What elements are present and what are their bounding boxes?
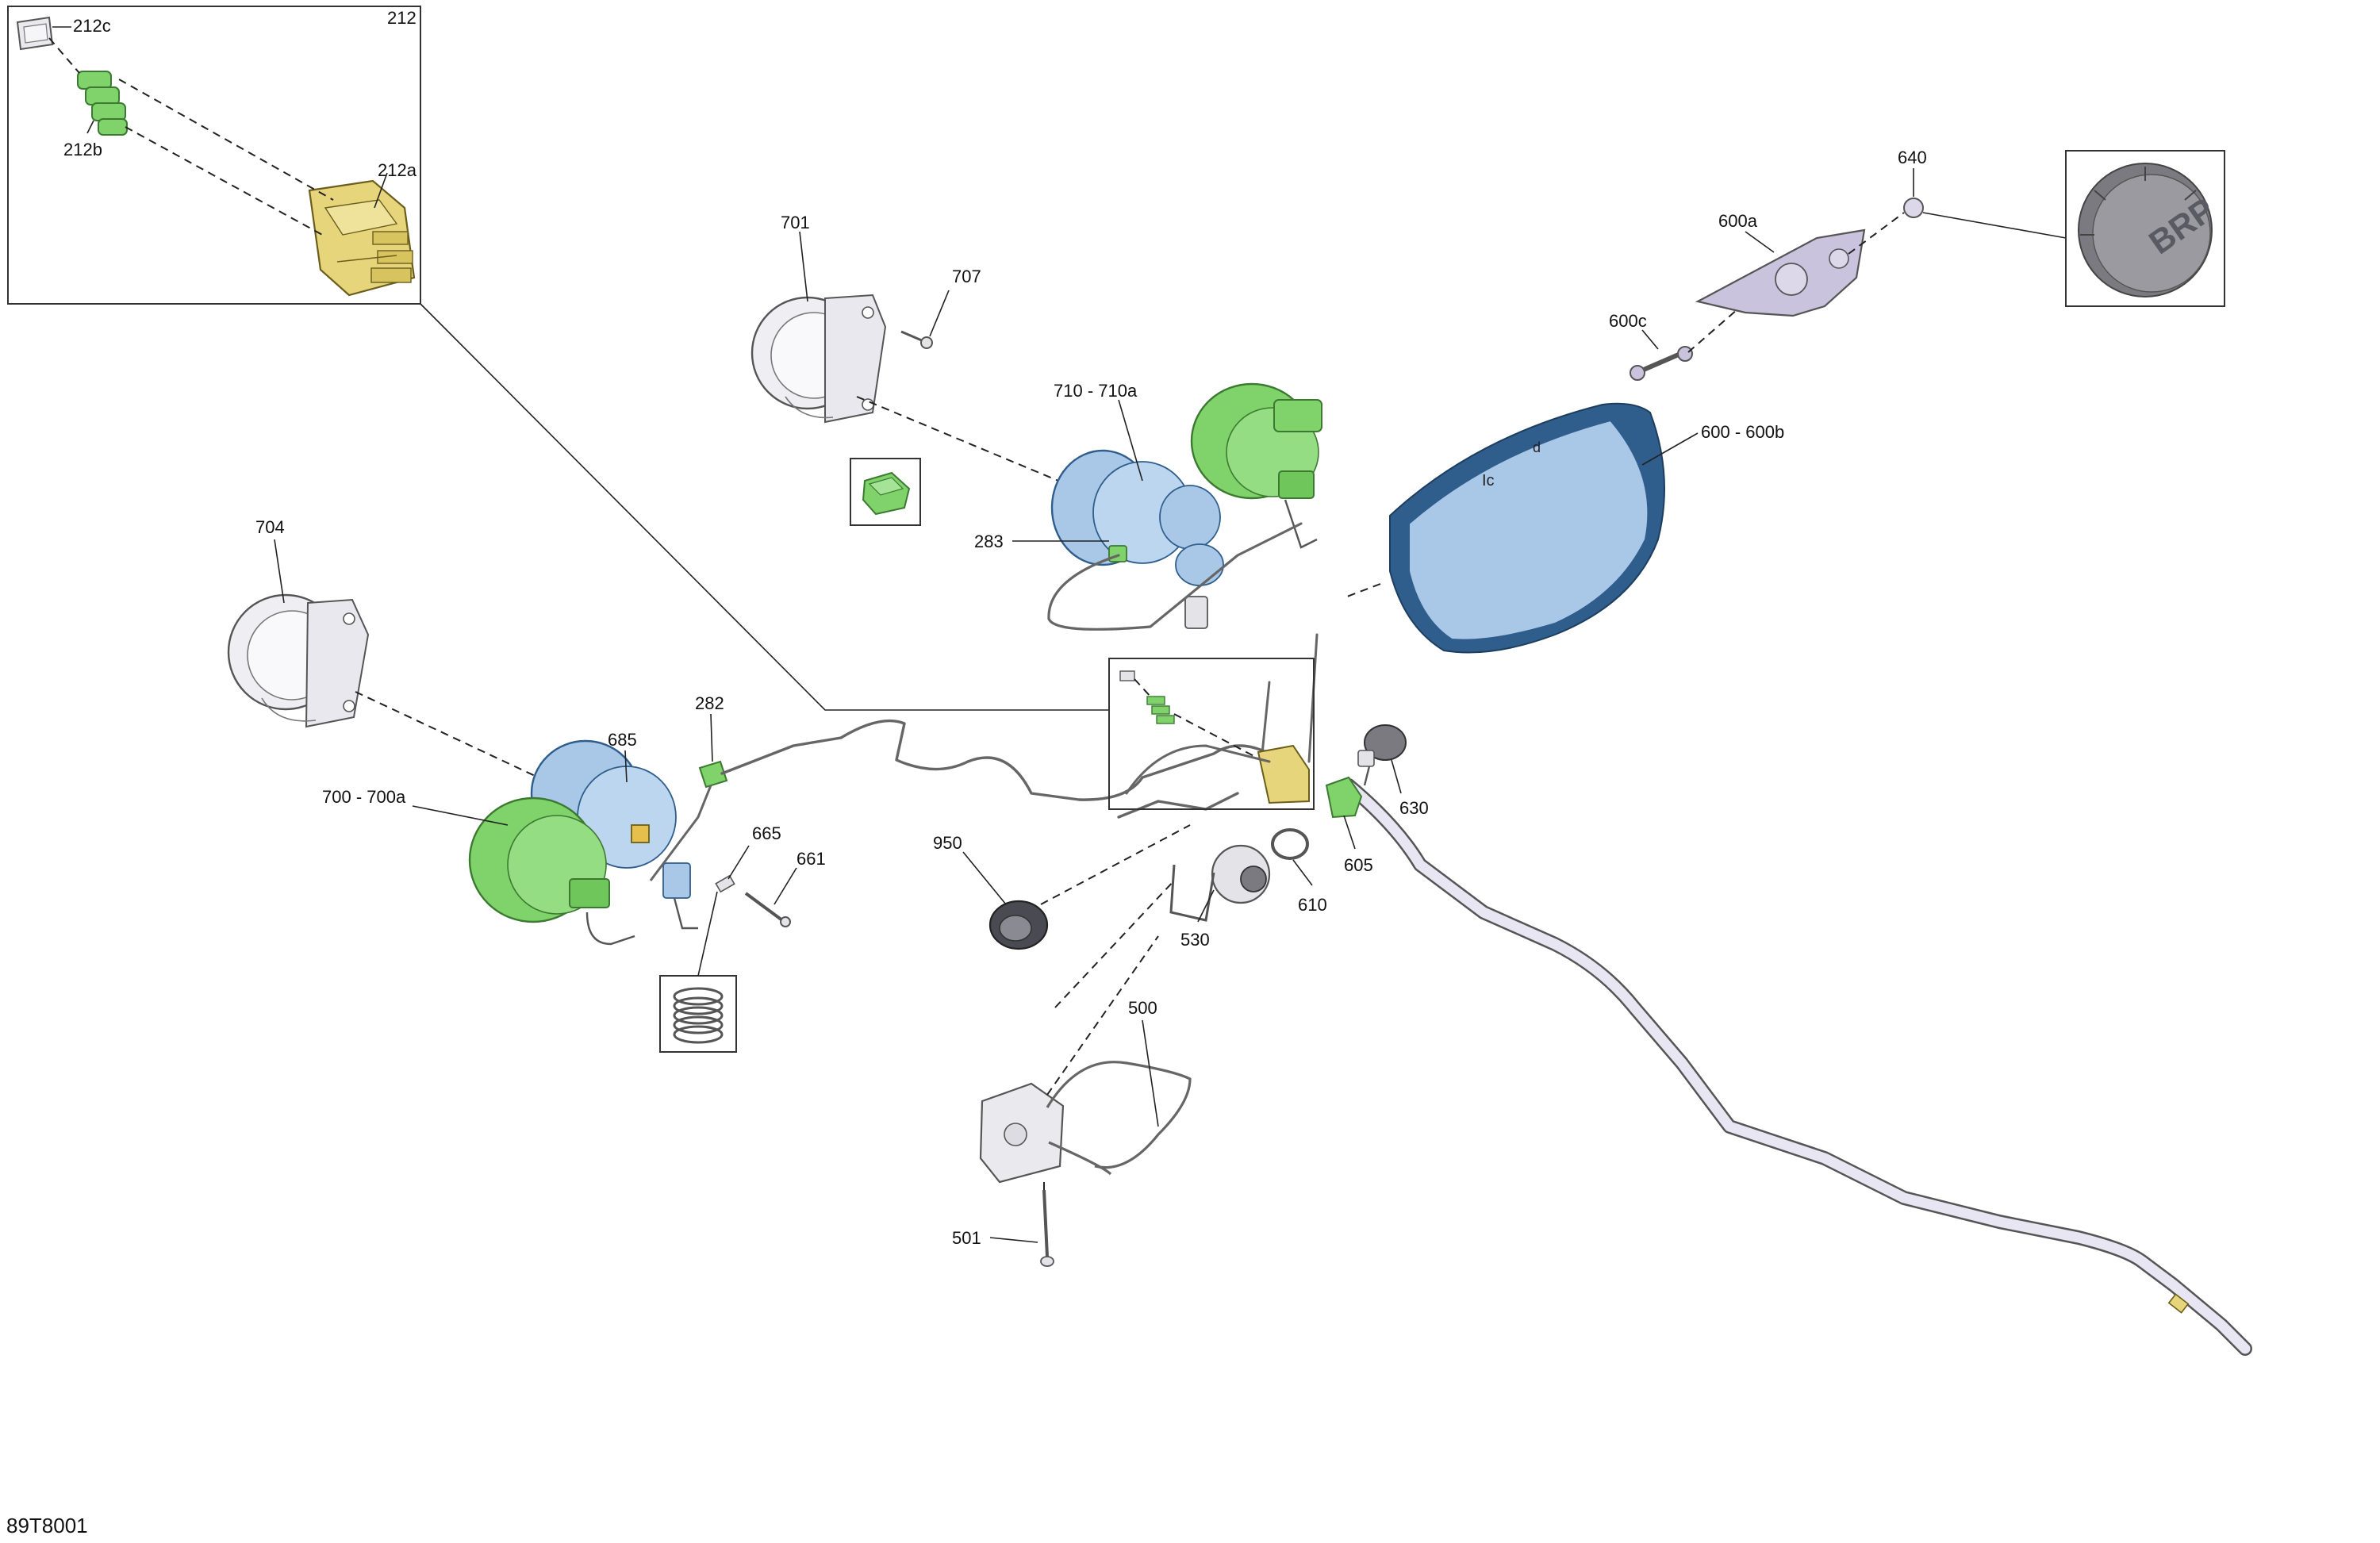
callout-600-600b: 600 - 600b — [1701, 422, 1784, 442]
callout-501: 501 — [952, 1228, 981, 1248]
callout-665: 661 — [797, 849, 826, 869]
inset-283-frame — [850, 458, 921, 526]
part-605-ring — [1271, 828, 1309, 860]
part-700-headlight — [468, 739, 698, 946]
callout-605: 610 — [1298, 895, 1327, 915]
callout-950: 950 — [933, 833, 962, 853]
callout-610: 640 — [1898, 148, 1927, 167]
part-212a — [308, 179, 416, 297]
part-212c — [16, 16, 54, 51]
inset-brp-logo: BRP — [2065, 150, 2225, 307]
callout-640: 630 — [1399, 798, 1429, 818]
part-710-headlight — [1047, 382, 1322, 631]
part-600a-bracket — [1695, 228, 1866, 317]
svg-text:Ic: Ic — [1482, 472, 1495, 489]
callout-700-700a: 700 - 700a — [322, 787, 406, 807]
callout-212c: 212c — [73, 16, 111, 36]
part-501-screw — [1040, 1189, 1054, 1267]
callout-701: 701 — [781, 213, 810, 232]
part-600-cluster: Ic d — [1389, 402, 1665, 654]
inset-spring — [659, 975, 737, 1053]
part-530 — [1169, 844, 1271, 922]
part-610-cap — [1903, 198, 1924, 218]
callout-685: 665 — [752, 823, 781, 843]
part-630 — [1325, 776, 1363, 819]
part-600c — [1630, 346, 1693, 381]
callout-212: 212 — [387, 8, 416, 28]
inset-212-frame — [7, 6, 421, 305]
callout-500: 500 — [1128, 998, 1157, 1018]
part-640 — [1357, 724, 1407, 786]
callout-530: 530 — [1180, 930, 1210, 950]
callout-661: 685 — [608, 730, 637, 750]
inset-212: 212c 212 212b 212a — [7, 6, 421, 305]
main-harness — [720, 633, 2252, 1356]
callout-704: 704 — [255, 517, 285, 537]
callout-710-710a: 710 - 710a — [1054, 381, 1138, 401]
inset-connector-frame — [1108, 658, 1315, 810]
part-707-screw — [900, 330, 933, 349]
callout-600c: 600c — [1609, 311, 1647, 331]
part-685 — [715, 874, 735, 893]
callout-212a: 212a — [378, 160, 417, 180]
part-282-connector — [649, 760, 728, 881]
svg-text:d: d — [1533, 439, 1541, 455]
figure-code: 89T8001 — [6, 1514, 88, 1537]
callout-212b: 212b — [63, 140, 102, 159]
part-704-bezel — [227, 593, 370, 728]
part-701-bezel — [750, 294, 887, 424]
callout-630: 605 — [1344, 855, 1373, 875]
inset-connector-detail — [1108, 658, 1315, 810]
callout-600a: 600a — [1718, 211, 1758, 231]
callout-283: 283 — [974, 532, 1004, 551]
callout-707: 707 — [952, 267, 981, 286]
part-212b — [77, 71, 128, 136]
callout-282: 282 — [695, 693, 724, 713]
inset-283 — [850, 458, 921, 526]
part-950 — [988, 900, 1049, 950]
part-500 — [979, 1061, 1192, 1184]
inset-brp-frame — [2065, 150, 2225, 307]
part-665-screw — [744, 892, 791, 927]
